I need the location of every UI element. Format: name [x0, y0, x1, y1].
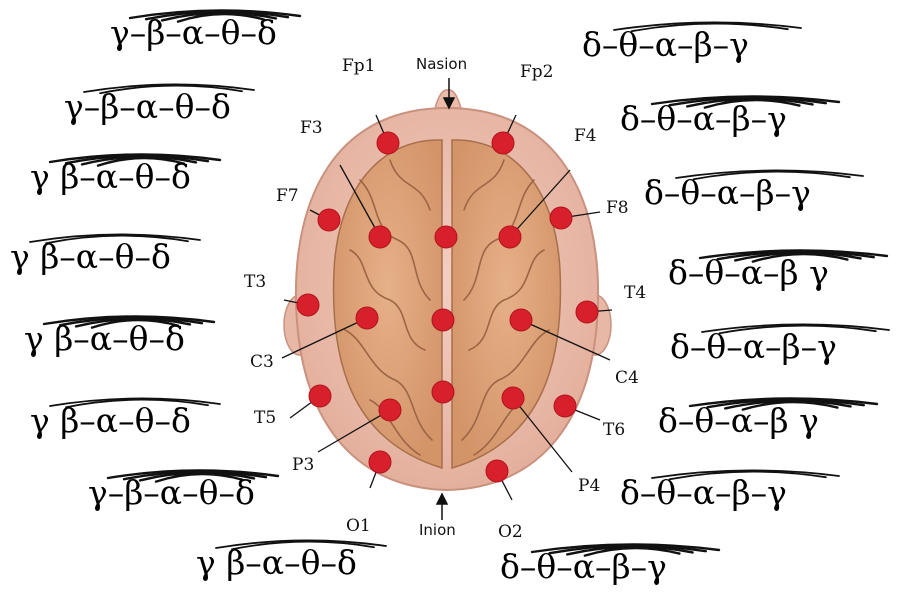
left-band-row-2: γ–β–α–θ–δ — [64, 90, 231, 123]
electrode-label-f8: F8 — [606, 198, 629, 218]
electrode-t6 — [554, 395, 576, 417]
electrode-label-c3: C3 — [250, 352, 274, 372]
left-band-row-3: γ β–α–θ–δ — [30, 160, 191, 193]
inion-label: Inion — [419, 521, 456, 539]
electrode-label-p3: P3 — [292, 455, 314, 475]
electrode-t3 — [297, 294, 319, 316]
right-band-row-4: δ–θ–α–β γ — [668, 256, 829, 289]
electrode-fp1 — [377, 132, 399, 154]
electrode-label-p4: P4 — [578, 476, 600, 496]
left-band-row-7: γ–β–α–θ–δ — [88, 476, 255, 509]
right-band-row-8: δ–θ–α–β–γ — [500, 550, 667, 583]
right-band-row-1: δ–θ–α–β–γ — [582, 28, 749, 61]
electrode-f3 — [369, 226, 391, 248]
electrode-f7 — [318, 209, 340, 231]
electrode-o2 — [486, 460, 508, 482]
electrode-o1 — [369, 451, 391, 473]
electrode-label-o2: O2 — [498, 522, 523, 542]
left-band-row-1: γ–β–α–θ–δ — [110, 16, 277, 49]
right-band-row-7: δ–θ–α–β–γ — [620, 476, 787, 509]
electrode-f8 — [550, 207, 572, 229]
left-band-row-8: γ β–α–θ–δ — [196, 546, 357, 579]
electrode-t5 — [309, 385, 331, 407]
electrode-label-fp1: Fp1 — [342, 56, 376, 76]
electrode-label-t5: T5 — [254, 408, 276, 428]
electrode-fz — [435, 226, 457, 248]
electrode-c4 — [510, 309, 532, 331]
electrode-label-o1: O1 — [346, 516, 371, 536]
left-band-row-5: γ β–α–θ–δ — [24, 322, 185, 355]
electrode-f4 — [499, 226, 521, 248]
electrode-fp2 — [492, 132, 514, 154]
electrode-p3 — [379, 399, 401, 421]
electrode-t4 — [576, 301, 598, 323]
electrode-pz — [432, 381, 454, 403]
electrode-label-f4: F4 — [574, 126, 597, 146]
right-band-row-2: δ–θ–α–β–γ — [620, 102, 787, 135]
right-band-row-5: δ–θ–α–β–γ — [670, 330, 837, 363]
nasion-label: Nasion — [416, 55, 467, 73]
left-band-row-6: γ β–α–θ–δ — [30, 404, 191, 437]
electrode-label-t6: T6 — [603, 420, 625, 440]
right-band-row-3: δ–θ–α–β–γ — [644, 176, 811, 209]
electrode-c3 — [356, 307, 378, 329]
electrode-cz — [432, 309, 454, 331]
electrode-label-t4: T4 — [624, 283, 646, 303]
electrode-label-f7: F7 — [276, 186, 299, 206]
electrode-label-fp2: Fp2 — [520, 62, 554, 82]
left-band-row-4: γ β–α–θ–δ — [10, 240, 171, 273]
electrode-label-f3: F3 — [300, 118, 323, 138]
electrode-label-c4: C4 — [615, 368, 639, 388]
right-band-row-6: δ–θ–α–β γ — [658, 404, 819, 437]
electrode-label-t3: T3 — [244, 272, 266, 292]
electrode-p4 — [502, 387, 524, 409]
